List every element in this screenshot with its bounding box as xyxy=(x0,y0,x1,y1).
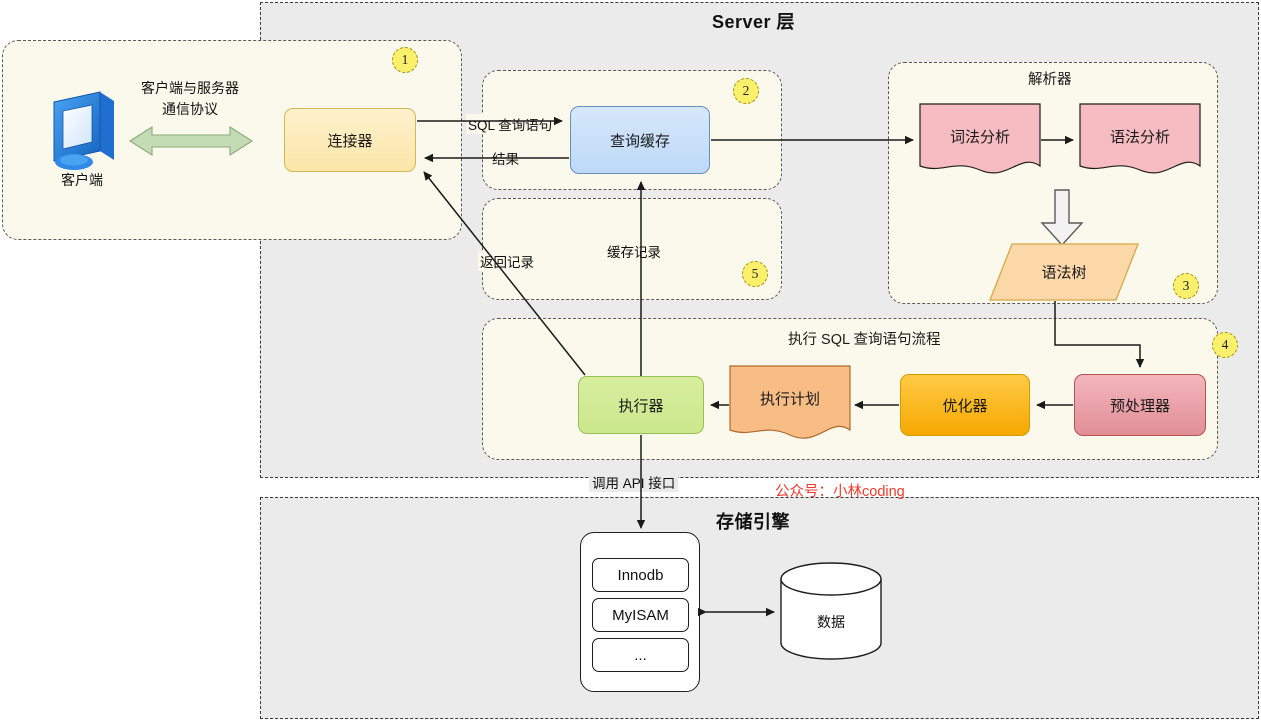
lexical-analysis-shape xyxy=(919,103,1041,174)
badge-3: 3 xyxy=(1173,273,1199,299)
edge-label-sql-query: SQL 查询语句 xyxy=(466,114,555,134)
node-exec-plan[interactable]: 执行计划 xyxy=(729,365,851,444)
edge-label-call-api: 调用 API 接口 xyxy=(589,472,679,492)
region-server-layer-title: Server 层 xyxy=(712,12,796,32)
node-syntax-tree-label: 语法树 xyxy=(1041,264,1087,282)
protocol-double-arrow-icon xyxy=(128,125,254,157)
edge-label-result: 结果 xyxy=(490,148,521,168)
node-syntax-analysis[interactable]: 语法分析 xyxy=(1079,103,1201,178)
watermark-text: 公众号：小林coding xyxy=(775,484,905,500)
syntax-tree-shape xyxy=(989,243,1139,301)
node-connector[interactable]: 连接器 xyxy=(284,108,416,172)
node-syntax-tree[interactable]: 语法树 xyxy=(989,243,1139,301)
edge-label-cache-record: 缓存记录 xyxy=(605,241,663,261)
node-lexical-analysis[interactable]: 词法分析 xyxy=(919,103,1041,178)
badge-5: 5 xyxy=(742,261,768,287)
parser-down-arrow-icon xyxy=(1040,189,1084,247)
node-optimizer[interactable]: 优化器 xyxy=(900,374,1030,436)
group-exec-flow-title: 执行 SQL 查询语句流程 xyxy=(788,332,941,348)
node-exec-plan-label: 执行计划 xyxy=(759,391,820,408)
client-computer-icon xyxy=(53,91,114,170)
storage-engine-myisam[interactable]: MyISAM xyxy=(592,598,689,632)
protocol-caption-line1: 客户端与服务器 xyxy=(141,80,239,96)
storage-engine-more[interactable]: ... xyxy=(592,638,689,672)
badge-1: 1 xyxy=(392,47,418,73)
exec-plan-shape xyxy=(729,365,851,439)
data-cylinder-label: 数据 xyxy=(817,614,845,630)
node-executor[interactable]: 执行器 xyxy=(578,376,704,434)
node-syntax-analysis-label: 语法分析 xyxy=(1109,129,1170,146)
group-parser-title: 解析器 xyxy=(1028,72,1072,88)
badge-4: 4 xyxy=(1212,332,1238,358)
protocol-caption-line2: 通信协议 xyxy=(162,101,218,117)
node-query-cache[interactable]: 查询缓存 xyxy=(570,106,710,174)
storage-engine-innodb[interactable]: Innodb xyxy=(592,558,689,592)
badge-2: 2 xyxy=(733,78,759,104)
node-lexical-analysis-label: 词法分析 xyxy=(949,129,1010,146)
node-preprocessor[interactable]: 预处理器 xyxy=(1074,374,1206,436)
client-label: 客户端 xyxy=(61,172,103,188)
data-cylinder-icon xyxy=(780,562,882,660)
syntax-analysis-shape xyxy=(1079,103,1201,174)
region-storage-engine-title: 存储引擎 xyxy=(716,512,790,532)
edge-label-return-record: 返回记录 xyxy=(478,251,536,271)
